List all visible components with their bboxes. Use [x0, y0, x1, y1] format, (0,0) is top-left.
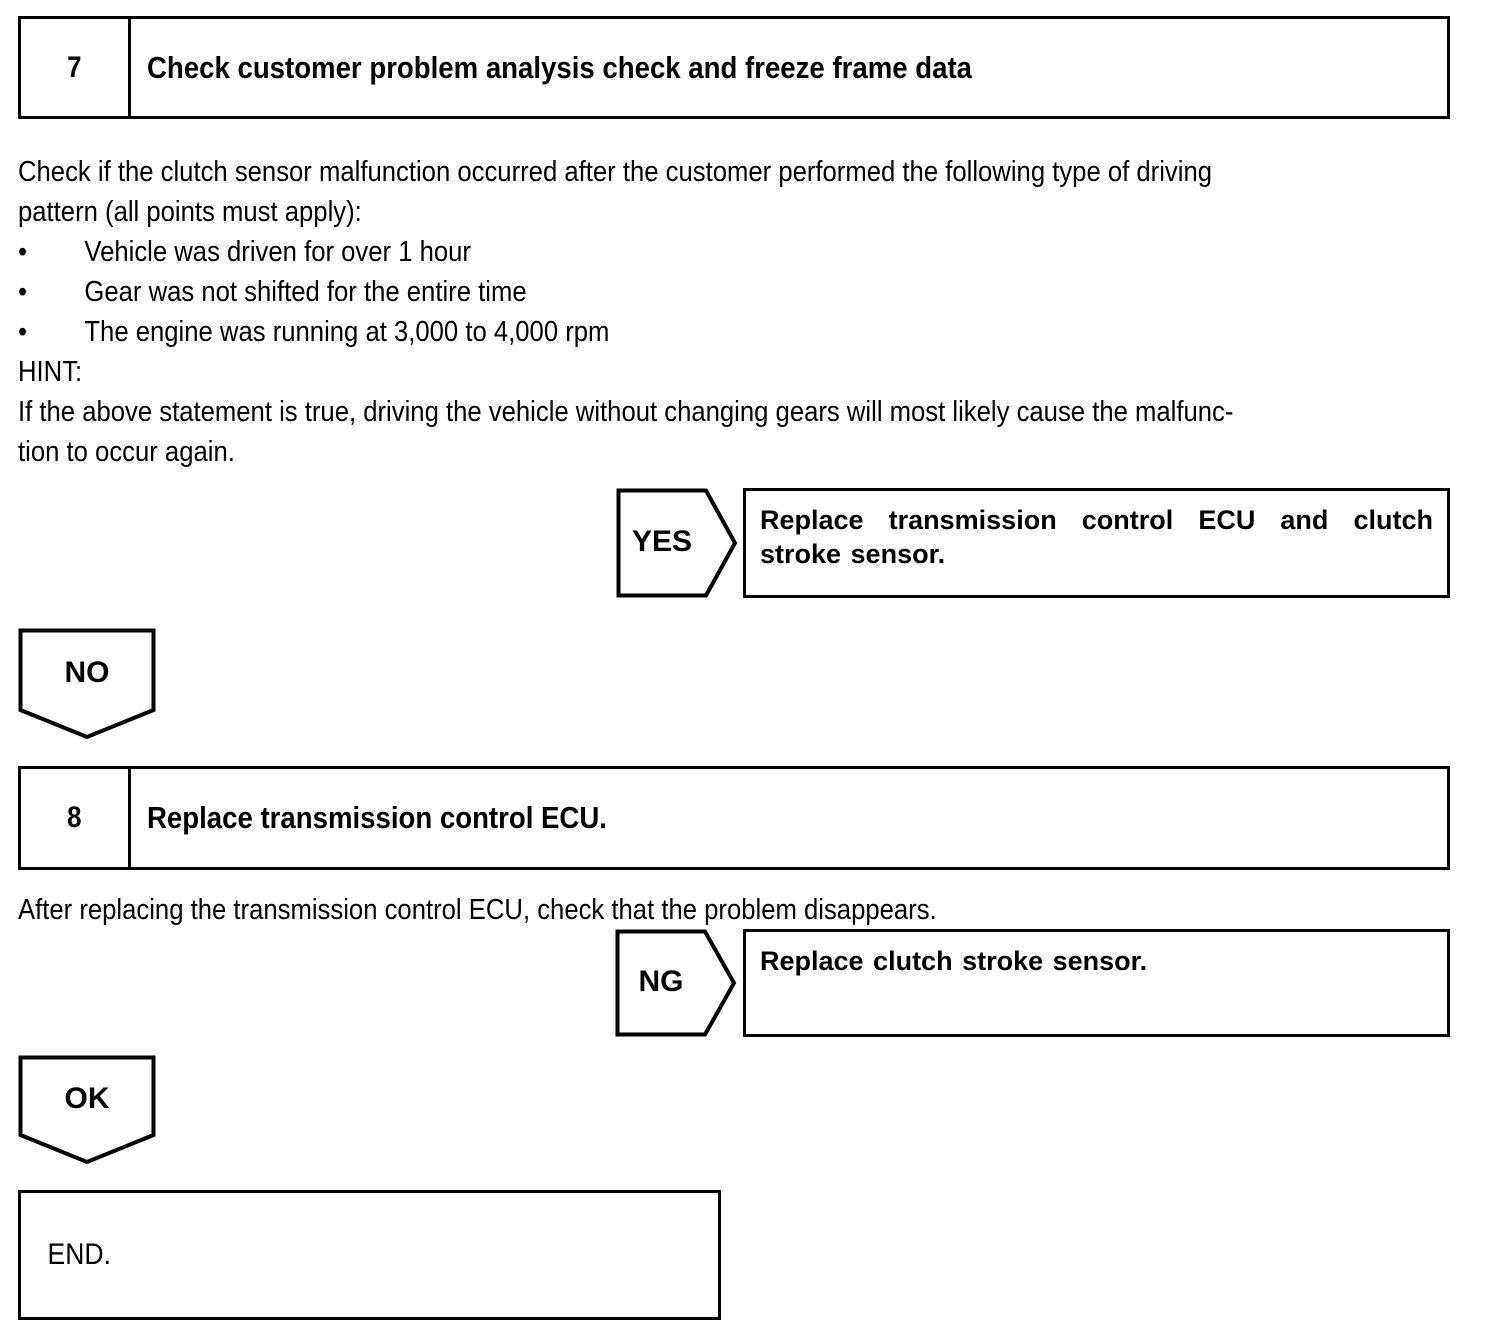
end-label: END. [47, 1238, 111, 1271]
bullet-label: Gear was not shifted for the entire time [84, 276, 527, 308]
ok-branch-label: OK [64, 1082, 110, 1115]
hint-label: HINT: [18, 356, 83, 388]
bullet-icon: • [18, 236, 27, 268]
arrow-down-icon [18, 1055, 156, 1165]
end-box: END. [18, 1190, 721, 1320]
step-7-number-cell: 7 [21, 19, 131, 116]
ng-branch-arrow: NG [615, 929, 737, 1037]
ng-branch-label: NG [638, 965, 684, 998]
yes-branch-result-box: Replace transmission control ECU and clu… [743, 488, 1450, 598]
bullet-label: Vehicle was driven for over 1 hour [84, 236, 471, 268]
ng-branch-result-box: Replace clutch stroke sensor. [743, 929, 1450, 1037]
yes-branch-result-text: Replace transmission control ECU and clu… [760, 505, 1433, 569]
step-8-title: Replace transmission control ECU. [147, 800, 607, 835]
yes-branch-label: YES [631, 525, 693, 558]
arrow-right-icon [615, 929, 737, 1037]
no-branch-arrow: NO [18, 628, 158, 740]
step-7-title-cell: Check customer problem analysis check an… [131, 19, 1447, 116]
step-8-number: 8 [67, 801, 82, 834]
step-8-number-cell: 8 [21, 769, 131, 867]
step-8-header-box: 8 Replace transmission control ECU. [18, 766, 1450, 870]
ng-branch-result-text: Replace clutch stroke sensor. [760, 946, 1148, 976]
step-7-title: Check customer problem analysis check an… [147, 49, 972, 85]
ok-branch-arrow: OK [18, 1055, 158, 1165]
step-7-intro-line-2: pattern (all points must apply): [18, 196, 362, 228]
step-8-title-cell: Replace transmission control ECU. [131, 769, 1447, 867]
hint-line-2: tion to occur again. [18, 436, 235, 468]
yes-branch-arrow: YES [616, 488, 738, 598]
step-7-intro-line-1: Check if the clutch sensor malfunction o… [18, 156, 1213, 188]
bullet-icon: • [18, 316, 27, 348]
step-8-intro-line-1: After replacing the transmission control… [18, 894, 937, 926]
arrow-right-icon [616, 488, 738, 598]
bullet-label: The engine was running at 3,000 to 4,000… [84, 316, 610, 348]
hint-line-1: If the above statement is true, driving … [18, 396, 1234, 428]
step-7-number: 7 [67, 50, 82, 84]
step-7-header-box: 7 Check customer problem analysis check … [18, 16, 1450, 119]
bullet-icon: • [18, 276, 27, 308]
no-branch-label: NO [64, 656, 110, 689]
arrow-down-icon [18, 628, 156, 740]
